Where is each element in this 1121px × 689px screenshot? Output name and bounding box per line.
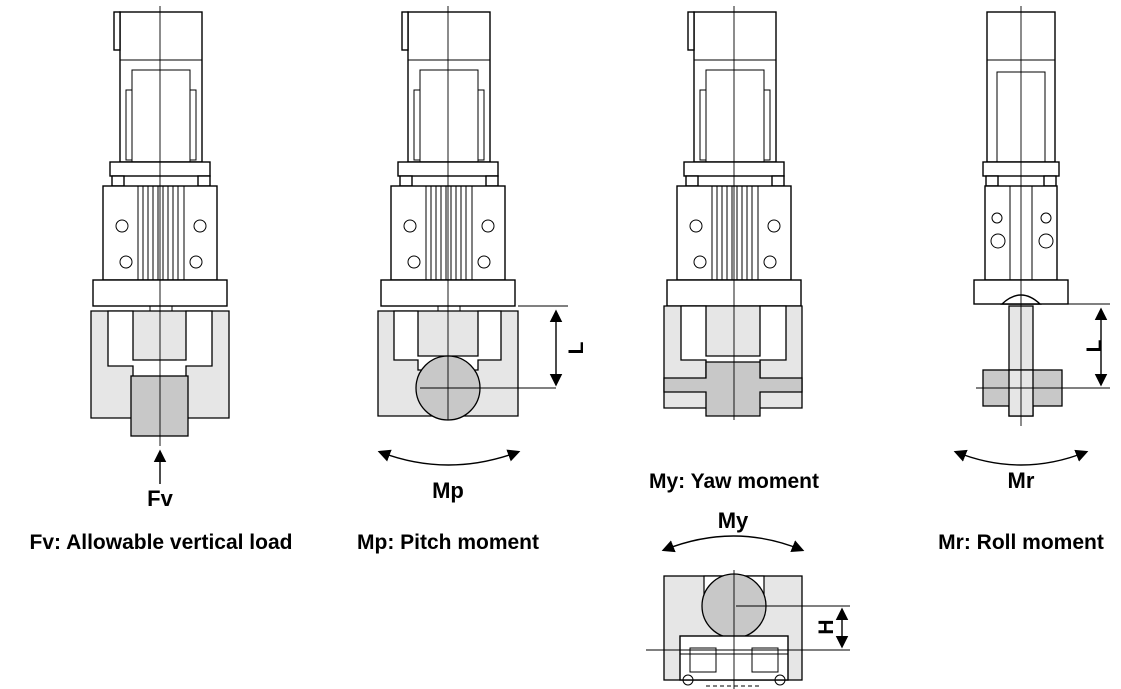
- mp-symbol: Mp: [432, 478, 464, 503]
- mr-dim-l: L: [1083, 339, 1106, 352]
- mp-view: L Mp Mp: Pitch moment: [357, 6, 588, 554]
- fv-view: Fv Fv: Allowable vertical load: [30, 6, 293, 554]
- mr-view: L Mr Mr: Roll moment: [938, 6, 1110, 554]
- my-bottom-symbol: My: [718, 508, 749, 533]
- my-view: My: Yaw moment: [649, 6, 819, 493]
- my-caption: My: Yaw moment: [649, 470, 819, 493]
- fv-caption: Fv: Allowable vertical load: [30, 531, 293, 554]
- mp-caption: Mp: Pitch moment: [357, 531, 539, 554]
- my-dim-h: H: [815, 619, 838, 634]
- my-bottom-view: My H: [646, 508, 850, 689]
- my-workpiece: [663, 361, 803, 417]
- mr-moment-arrow: [953, 449, 1089, 466]
- mp-moment-arrow: [377, 449, 521, 466]
- fv-workpiece: [130, 375, 189, 437]
- fv-symbol: Fv: [147, 486, 173, 511]
- mr-symbol: Mr: [1008, 468, 1035, 493]
- mr-caption: Mr: Roll moment: [938, 531, 1104, 554]
- mp-dim-l: L: [565, 341, 588, 354]
- my-moment-arrow: [661, 535, 805, 553]
